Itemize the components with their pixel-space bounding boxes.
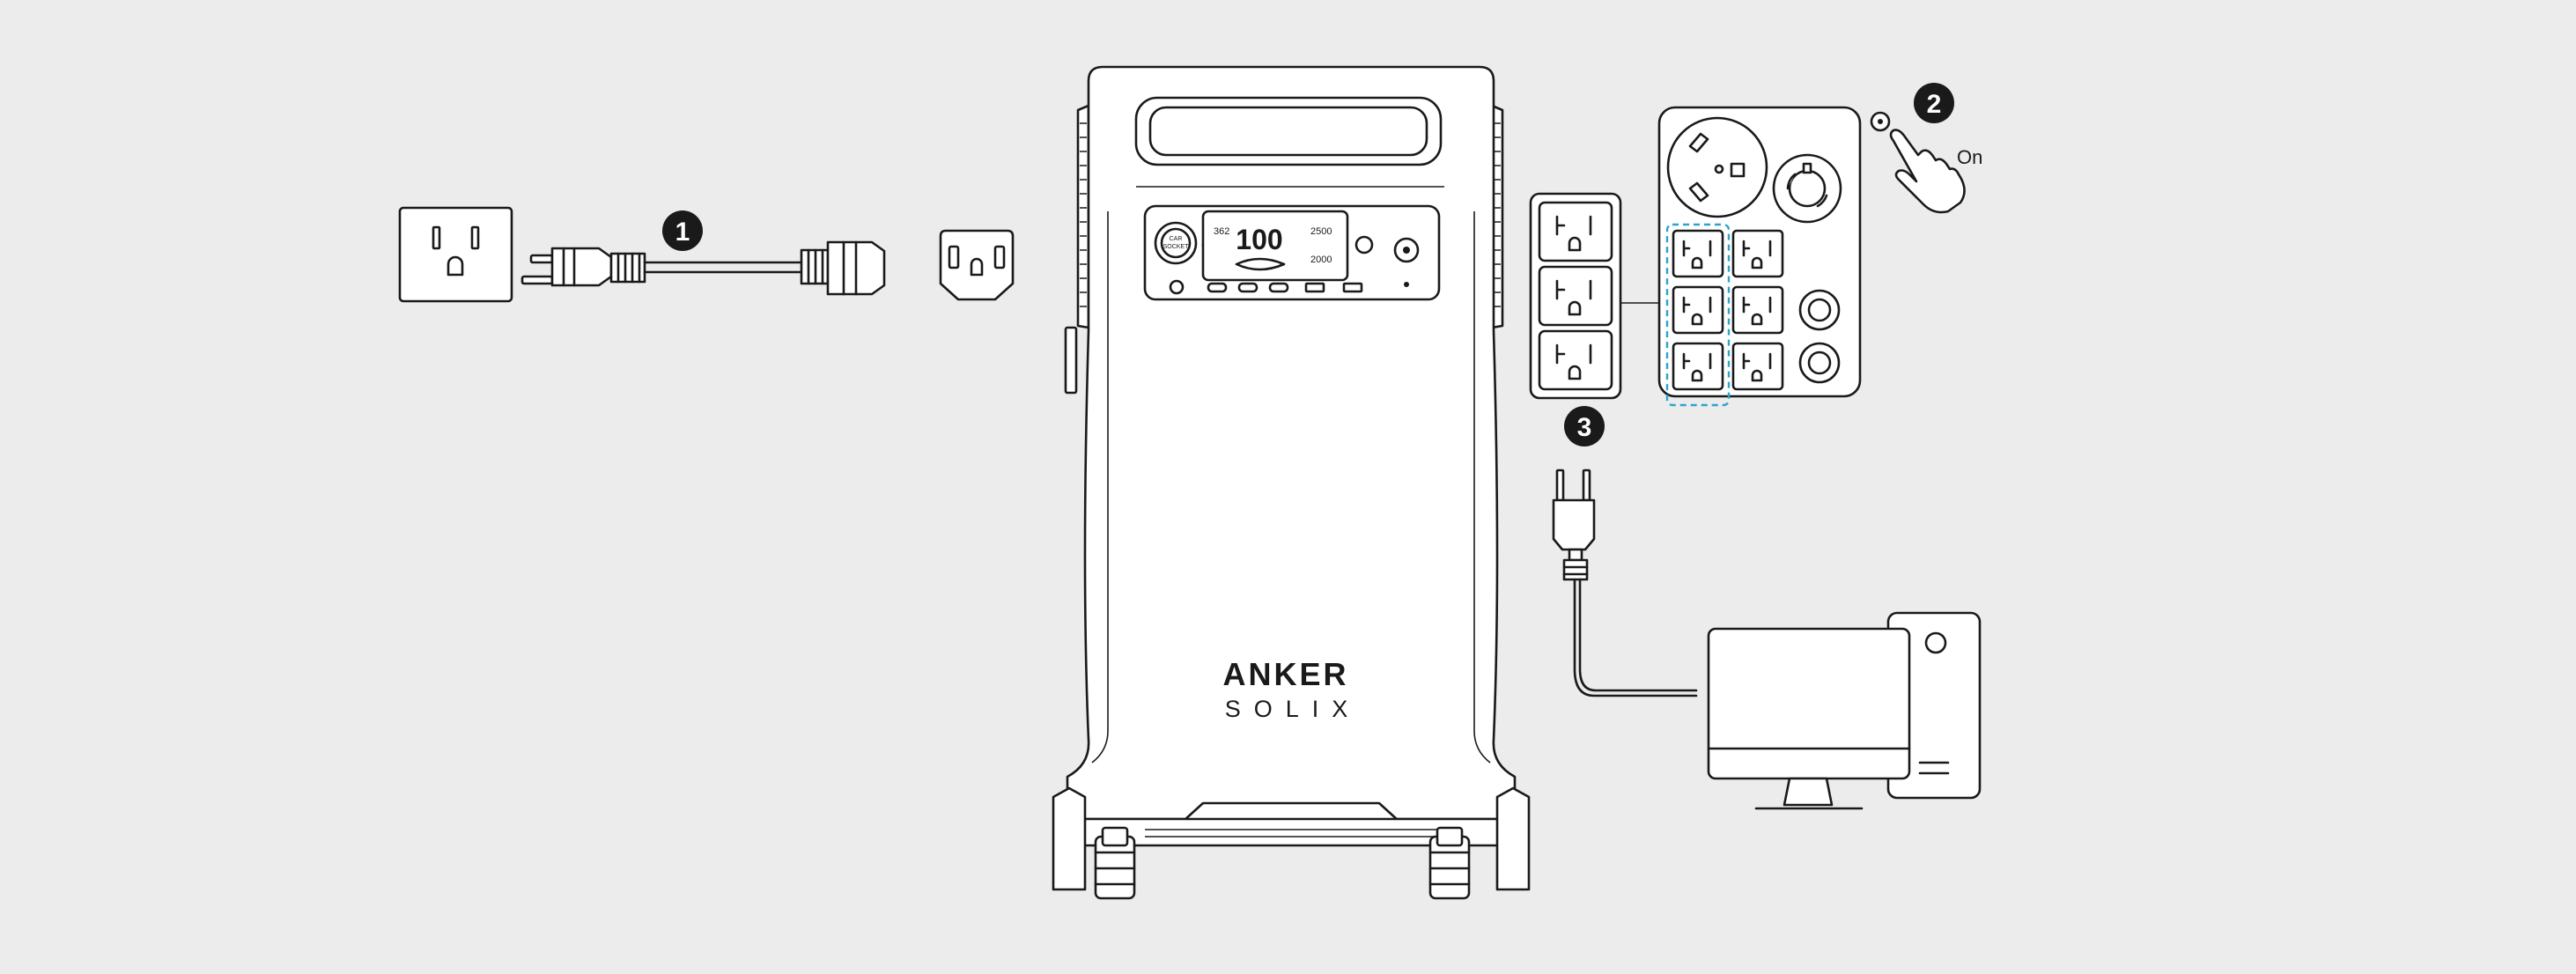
wheel-left — [1052, 786, 1136, 900]
step-3-badge: 3 — [1564, 406, 1605, 446]
display-value: 100 — [1236, 224, 1282, 255]
wall-outlet-icon — [398, 206, 513, 303]
step-2-label: On — [1957, 146, 1982, 168]
svg-text:2000: 2000 — [1310, 255, 1332, 265]
brand-solix: SOLIX — [1225, 696, 1362, 722]
ac-power-cord-icon — [520, 240, 886, 296]
outlet-strip-icon — [1529, 192, 1622, 400]
highlighted-outlets — [1665, 223, 1731, 407]
step-1-badge: 1 — [662, 210, 703, 251]
ac-input-port-icon — [939, 229, 1015, 301]
svg-text:3: 3 — [1577, 413, 1592, 442]
power-station-icon: CAR SOCKET 100 362 2500 2000 ANKER SOLIX — [1052, 65, 1531, 900]
svg-text:2: 2 — [1927, 90, 1942, 119]
svg-text:1: 1 — [675, 218, 690, 247]
outlet-panel-icon — [1657, 106, 1862, 407]
wheel-right — [1428, 786, 1531, 900]
desktop-computer-icon — [1707, 611, 1982, 810]
svg-text:2500: 2500 — [1310, 226, 1332, 237]
press-hand-icon — [1870, 111, 1966, 214]
step-2-badge: 2 — [1914, 83, 1954, 123]
car-socket-text-2: SOCKET — [1163, 244, 1190, 250]
brand-anker: ANKER — [1222, 656, 1348, 692]
svg-text:362: 362 — [1214, 226, 1229, 237]
car-socket-text-1: CAR — [1170, 236, 1183, 242]
plug-icon — [1552, 469, 1698, 697]
